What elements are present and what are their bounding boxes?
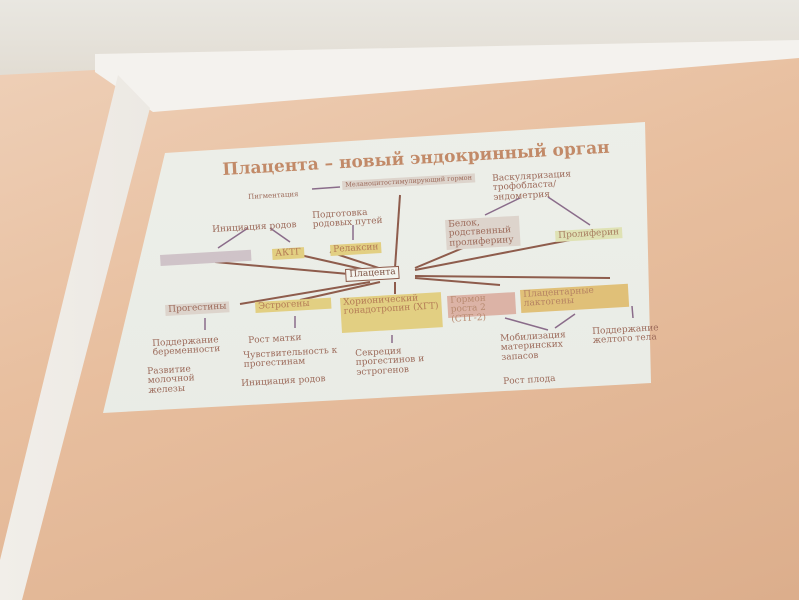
node-hcg: Хорионический гонадотропин (ХГТ) xyxy=(340,292,443,333)
node-mobilization: Мобилизация материнских запасов xyxy=(499,330,566,363)
node-birth-prep: Подготовка родовых путей xyxy=(311,207,383,231)
node-secretion: Секреция прогестинов и эстрогенов xyxy=(354,346,425,378)
node-mammary: Развитие молочной железы xyxy=(146,364,195,396)
node-protein: Белок, родственный пролиферину xyxy=(445,215,521,251)
node-pregnancy: Поддержание беременности xyxy=(151,335,221,359)
node-acth: АКТГ xyxy=(272,247,305,261)
node-gh2: Гормон роста 2 (СТГ-2) xyxy=(447,292,517,325)
node-vascularization: Васкуляризация трофобласта/ эндометрия xyxy=(491,169,572,203)
